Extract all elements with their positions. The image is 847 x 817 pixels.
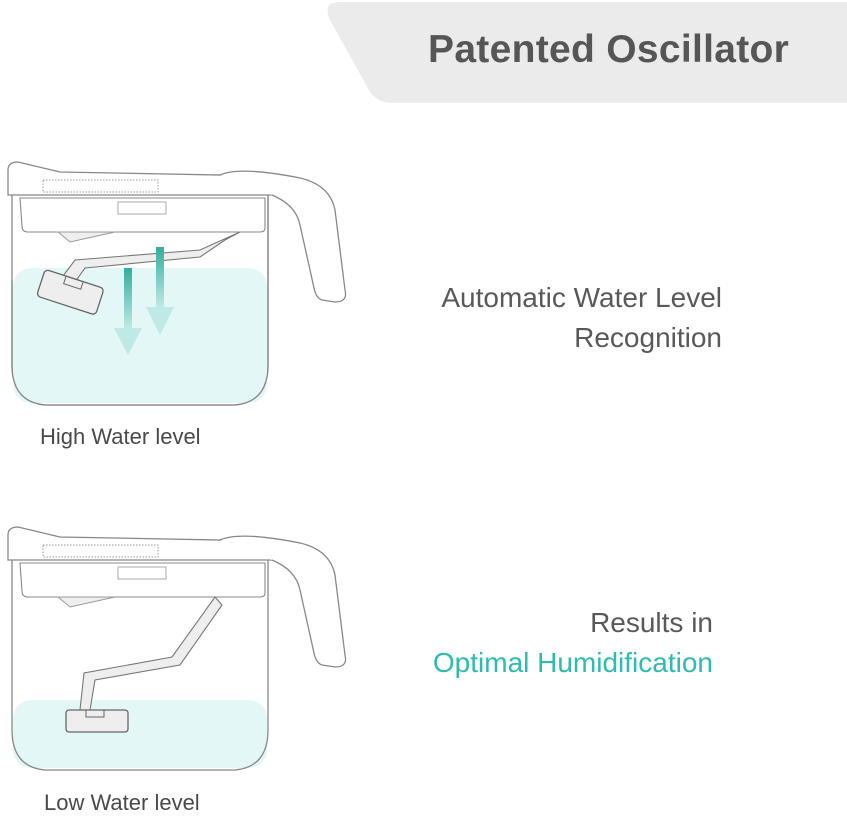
arrow-down-icon — [146, 247, 174, 335]
water-fill — [13, 700, 267, 768]
humidifier-low-water-illustration — [7, 526, 347, 771]
page-title: Patented Oscillator — [428, 28, 790, 71]
arrow-down-icon — [114, 268, 142, 355]
high-water-label: High Water level — [40, 424, 201, 449]
caption-optimal-humidification: Results in Optimal Humidification — [433, 603, 713, 683]
oscillator-head — [36, 269, 104, 315]
oscillator-head — [65, 709, 129, 733]
caption-line-highlight: Optimal Humidification — [432, 647, 713, 678]
humidifier-high-water-illustration — [7, 161, 347, 406]
low-water-label: Low Water level — [44, 790, 200, 815]
title-banner — [327, 2, 847, 103]
caption-water-level-recognition: Automatic Water Level Recognition — [441, 278, 722, 358]
caption-line: Automatic Water Level — [441, 282, 722, 313]
caption-line: Recognition — [574, 322, 722, 353]
caption-line: Results in — [590, 607, 713, 638]
